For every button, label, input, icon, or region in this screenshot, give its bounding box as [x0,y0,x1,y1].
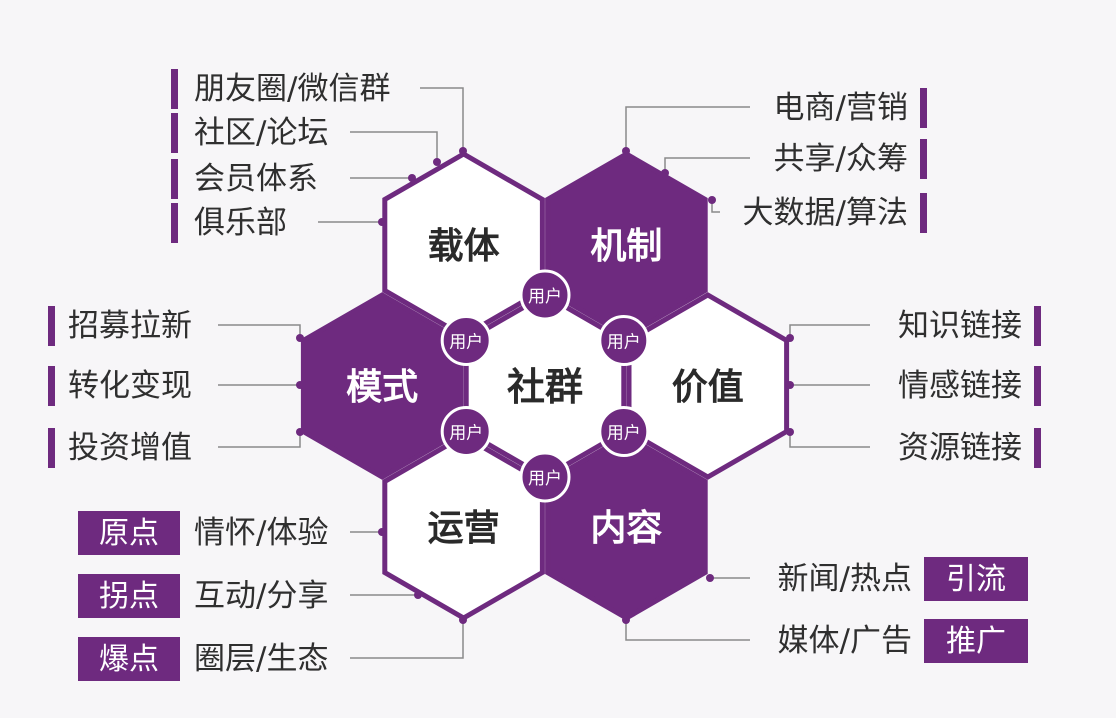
operation-item-1: 互动/分享 [194,578,328,614]
content-item-1: 媒体/广告 [778,623,912,659]
leader-line [664,157,750,173]
mode-item-bar [48,306,55,346]
hexagon-label-mechanism: 机制 [590,226,662,267]
content-tag-0 [924,557,1028,601]
leader-line [218,324,301,338]
user-badge-label: 用户 [449,424,483,444]
value-item-0: 知识链接 [898,308,1022,344]
user-badge [440,315,492,366]
mechanism-item-0: 电商/营销 [774,90,908,126]
operation-tag-2-label: 爆点 [99,642,159,677]
content-tag-1 [924,619,1028,663]
operation-tag-1-label: 拐点 [99,579,159,614]
user-badge-label: 用户 [528,287,562,307]
mechanism-item-bar [920,193,927,233]
mode-item-0: 招募拉新 [68,308,192,344]
value-item-bar [1034,306,1041,346]
user-badge-label: 用户 [449,333,483,353]
operation-tag-1 [78,574,180,618]
value-item-2: 资源链接 [898,430,1022,466]
operation-item-0: 情怀/体验 [194,515,328,551]
mode-item-2: 投资增值 [68,430,192,466]
carrier-item-bar [171,159,178,199]
hexagon-label-carrier: 载体 [428,226,500,267]
content-tag-0-label: 引流 [946,562,1006,597]
mechanism-item-1: 共享/众筹 [774,141,908,177]
user-badge-label: 用户 [607,424,641,444]
operation-item-2: 圈层/生态 [194,641,328,677]
mode-item-1: 转化变现 [68,368,192,404]
leader-line [218,432,301,448]
carrier-item-1: 社区/论坛 [194,115,328,151]
user-badge [519,451,571,503]
hexagon-label-operation: 运营 [428,508,500,549]
value-item-1: 情感链接 [898,368,1022,404]
leader-line [350,131,438,162]
leader-line [420,87,464,150]
mechanism-item-bar [920,139,927,179]
user-badge-label: 用户 [607,333,641,353]
user-badge [440,406,492,457]
center-label: 社群 [507,365,583,409]
hexagon-label-mode: 模式 [346,367,418,408]
content-tag-1-label: 推广 [946,624,1006,659]
value-item-bar [1034,428,1041,468]
user-badge [519,269,571,321]
value-item-bar [1034,366,1041,406]
leader-line [625,620,750,641]
leader-line [789,324,870,338]
mechanism-item-2: 大数据/算法 [743,195,908,231]
leader-lines [218,87,870,659]
hexagon-label-value: 价值 [672,367,744,408]
user-badge [598,406,650,457]
carrier-item-bar [171,69,178,109]
operation-tag-0-label: 原点 [99,516,159,551]
carrier-item-0: 朋友圈/微信群 [194,71,390,107]
content-item-0: 新闻/热点 [778,561,912,597]
carrier-item-bar [171,113,178,153]
hexagon-label-content: 内容 [590,508,662,549]
leader-line [789,432,870,448]
carrier-item-bar [171,203,178,243]
leader-line [625,106,750,150]
carrier-item-2: 会员体系 [194,161,318,197]
carrier-item-3: 俱乐部 [194,205,287,241]
mode-item-bar [48,366,55,406]
leader-line [350,620,464,659]
mode-item-bar [48,428,55,468]
user-badge-label: 用户 [528,469,562,489]
operation-tag-2 [78,637,180,681]
operation-tag-0 [78,511,180,555]
mechanism-item-bar [920,88,927,128]
user-badge [598,315,650,366]
